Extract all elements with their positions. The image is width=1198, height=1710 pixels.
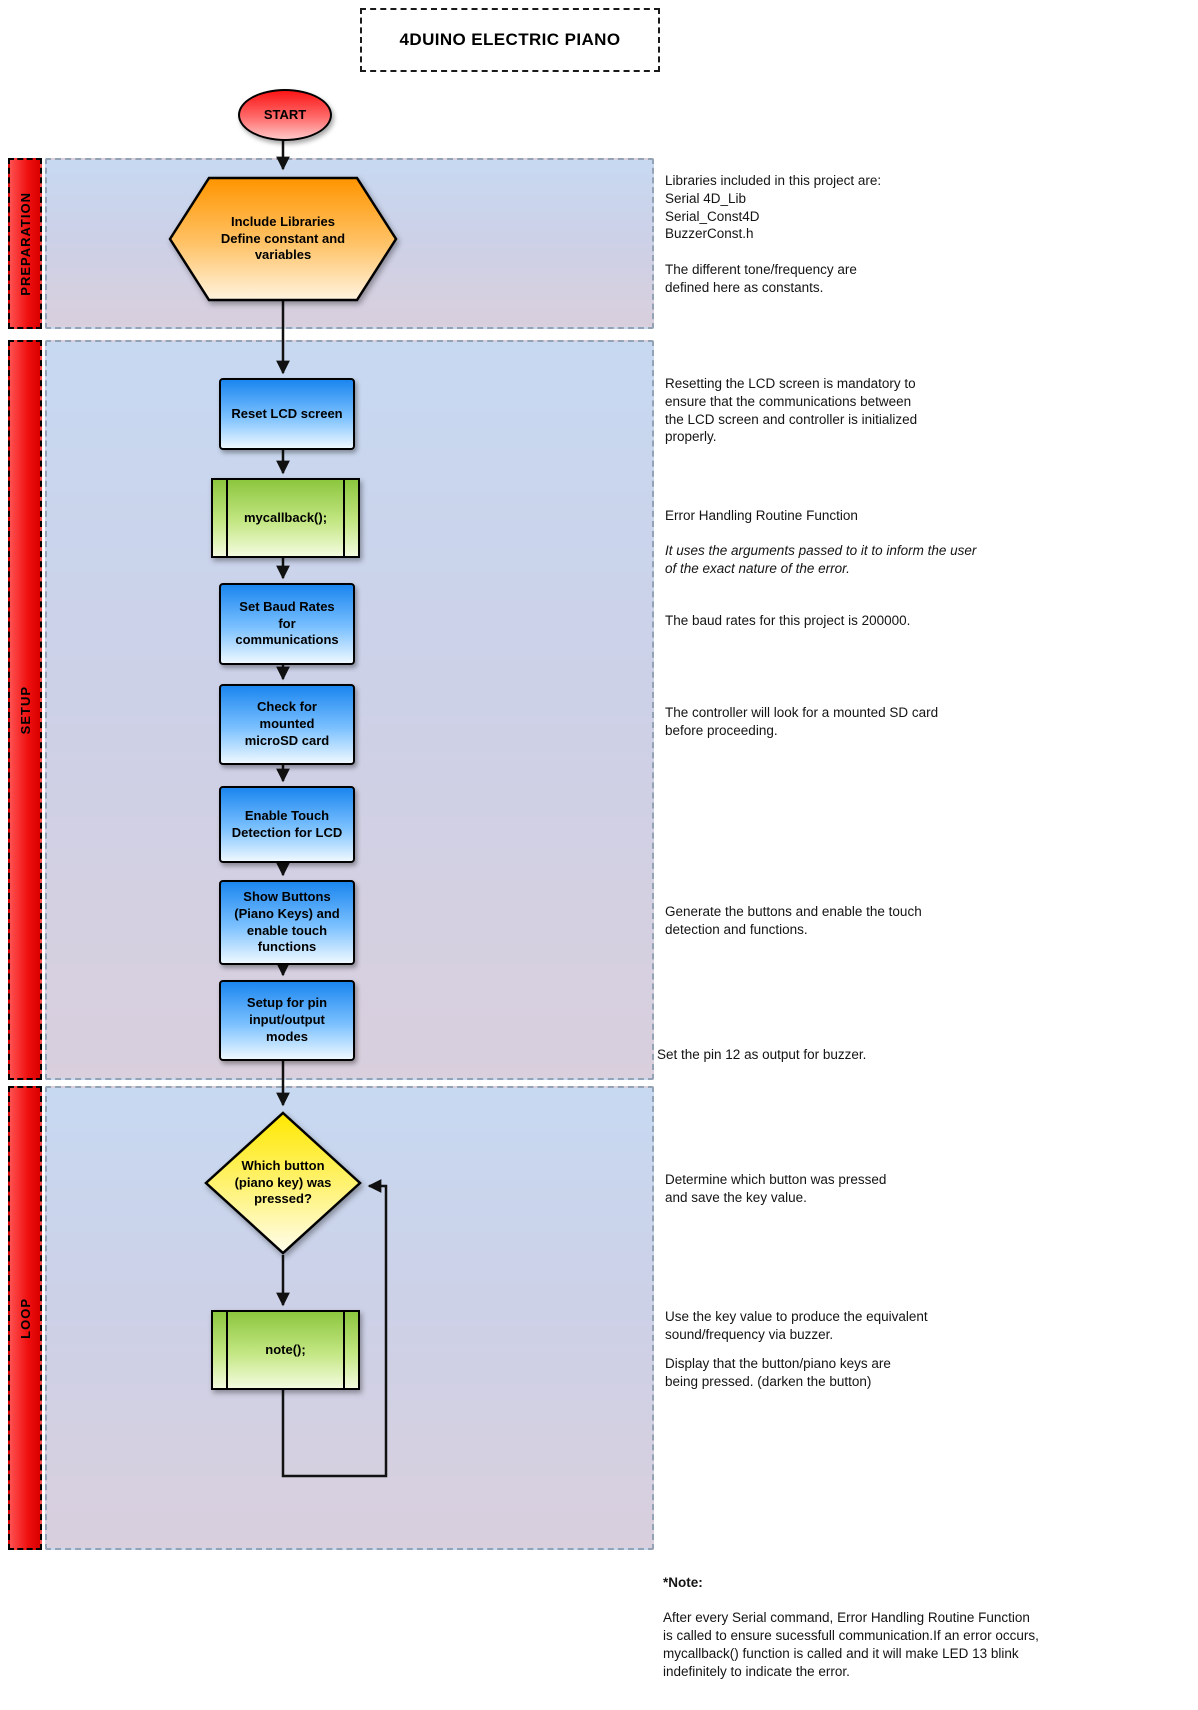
enable-touch-process: Enable Touch Detection for LCD	[219, 786, 355, 863]
set-baud-label: Set Baud Rates for communications	[235, 598, 339, 648]
check-sd-process: Check for mounted microSD card	[219, 684, 355, 765]
annotation-note-display: Display that the button/piano keys are b…	[665, 1356, 891, 1389]
annotation-baud: The baud rates for this project is 20000…	[665, 613, 911, 628]
annotation-buttons: Generate the buttons and enable the touc…	[665, 904, 922, 937]
annotation-reset-lcd: Resetting the LCD screen is mandatory to…	[665, 376, 918, 445]
mycallback-subroutine: mycallback();	[211, 478, 360, 558]
check-sd-label: Check for mounted microSD card	[244, 699, 330, 748]
annotation-libraries: Libraries included in this project are: …	[665, 173, 882, 295]
preparation-section-bar: PREPARATION	[8, 158, 42, 329]
setup-section-bar: SETUP	[8, 340, 42, 1080]
annotation-which-button: Determine which button was pressed and s…	[665, 1172, 887, 1205]
note-label: note();	[265, 1341, 306, 1357]
loop-section-bar: LOOP	[8, 1086, 42, 1550]
annotation-error-routine-title: Error Handling Routine Function	[665, 507, 858, 523]
setup-section-label: SETUP	[17, 685, 33, 735]
hexagon-shape	[168, 176, 398, 302]
setup-pins-process: Setup for pin input/output modes	[219, 980, 355, 1061]
start-label: START	[263, 106, 307, 122]
note-subroutine: note();	[211, 1310, 360, 1390]
show-buttons-process: Show Buttons (Piano Keys) and enable tou…	[219, 880, 355, 965]
enable-touch-label: Enable Touch Detection for LCD	[231, 807, 343, 840]
diagram-title: 4DUINO ELECTRIC PIANO	[399, 30, 621, 49]
start-terminator: START	[238, 89, 332, 141]
annotation-error-routine: Error Handling Routine Function It uses …	[665, 489, 1185, 596]
which-button-label: Which button (piano key) was pressed?	[234, 1157, 332, 1207]
show-buttons-label: Show Buttons (Piano Keys) and enable tou…	[234, 888, 340, 955]
reset-lcd-label: Reset LCD screen	[231, 405, 343, 421]
annotation-note-sound: Use the key value to produce the equival…	[665, 1309, 928, 1342]
annotation-footnote-title: *Note:	[663, 1574, 703, 1590]
diagram-title-box: 4DUINO ELECTRIC PIANO	[360, 8, 660, 72]
annotation-footnote: *Note: After every Serial command, Error…	[663, 1556, 1183, 1699]
preparation-section-label: PREPARATION	[17, 191, 33, 296]
loop-section-label: LOOP	[17, 1297, 33, 1339]
annotation-sd-card: The controller will look for a mounted S…	[665, 705, 939, 738]
mycallback-label: mycallback();	[243, 509, 328, 525]
include-libraries-hexagon: Include Libraries Define constant and va…	[167, 175, 399, 303]
set-baud-process: Set Baud Rates for communications	[219, 583, 355, 665]
annotation-error-routine-detail: It uses the arguments passed to it to in…	[665, 543, 977, 577]
annotation-pins: Set the pin 12 as output for buzzer.	[657, 1047, 867, 1062]
setup-pins-label: Setup for pin input/output modes	[246, 995, 328, 1044]
include-libraries-label: Include Libraries Define constant and va…	[220, 213, 346, 263]
annotation-footnote-body: After every Serial command, Error Handli…	[663, 1610, 1039, 1679]
reset-lcd-process: Reset LCD screen	[219, 378, 355, 450]
which-button-decision: Which button (piano key) was pressed?	[203, 1110, 363, 1256]
